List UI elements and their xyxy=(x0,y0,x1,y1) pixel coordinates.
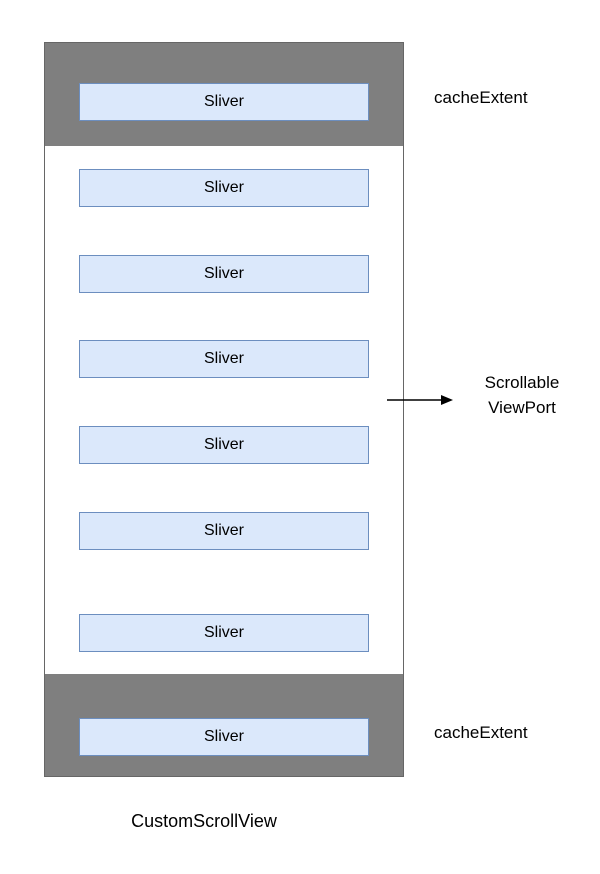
sliver-box: Sliver xyxy=(79,614,369,652)
sliver-box: Sliver xyxy=(79,718,369,756)
viewport-label: Scrollable ViewPort xyxy=(458,370,586,420)
sliver-box: Sliver xyxy=(79,340,369,378)
viewport-label-line1: Scrollable xyxy=(484,373,560,392)
sliver-box: Sliver xyxy=(79,426,369,464)
custom-scroll-view-box: Sliver Sliver Sliver Sliver Sliver Slive… xyxy=(44,42,404,777)
cache-extent-bottom-label: cacheExtent xyxy=(434,723,528,742)
sliver-box: Sliver xyxy=(79,255,369,293)
diagram-title: CustomScrollView xyxy=(131,811,277,831)
viewport-label-line2: ViewPort xyxy=(488,398,556,417)
arrow-right-icon xyxy=(387,395,453,405)
sliver-box: Sliver xyxy=(79,512,369,550)
sliver-box: Sliver xyxy=(79,83,369,121)
cache-extent-top-label: cacheExtent xyxy=(434,88,528,107)
sliver-box: Sliver xyxy=(79,169,369,207)
